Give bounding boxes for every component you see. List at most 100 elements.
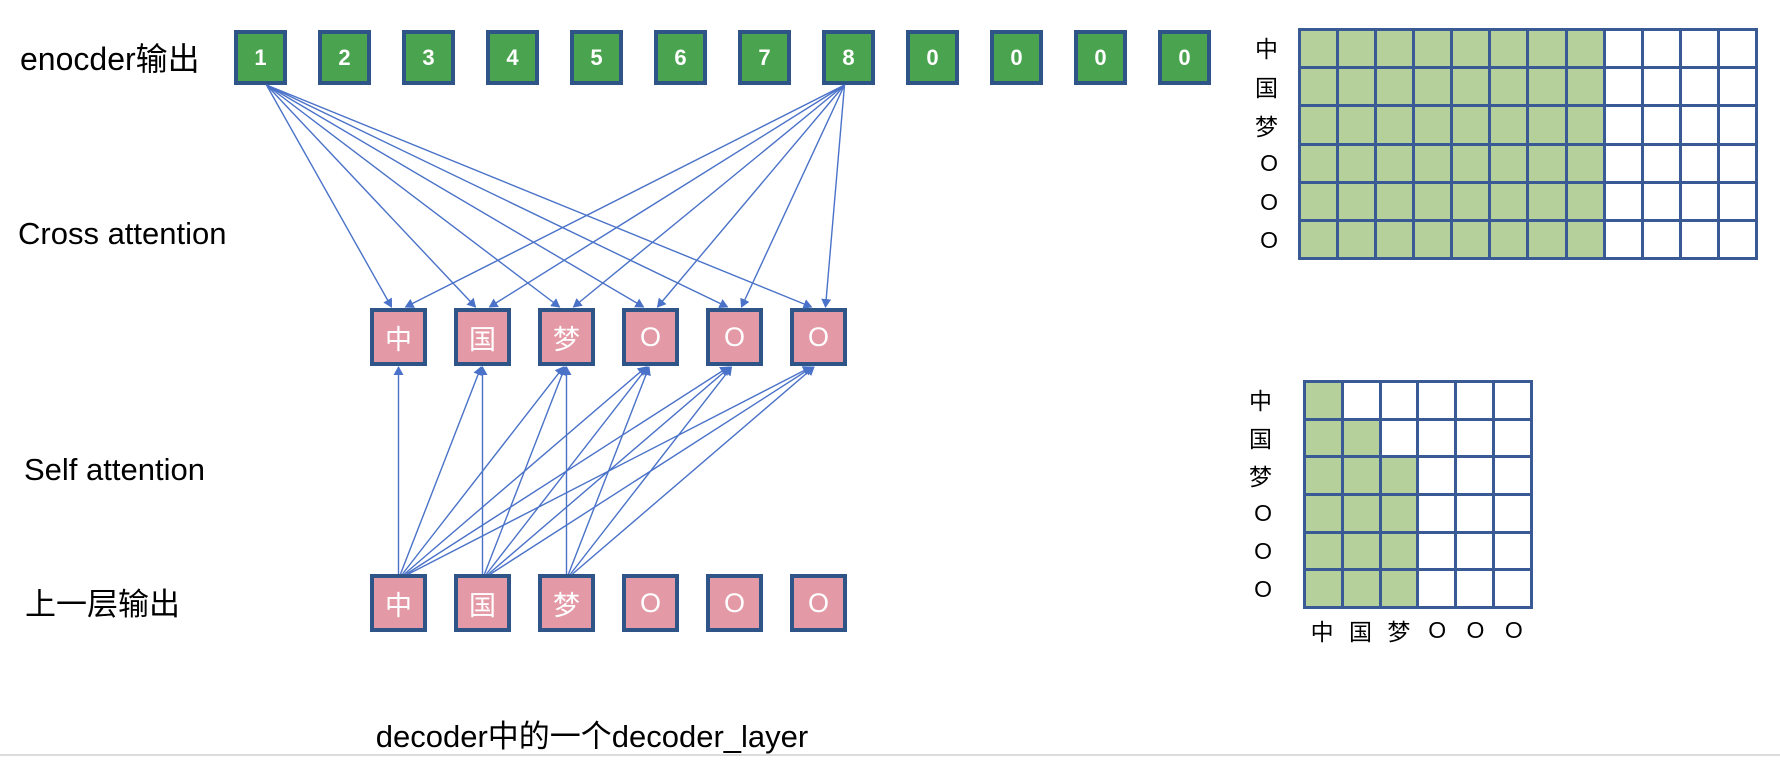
- token-box: 梦: [538, 574, 595, 632]
- mask-cell: [1495, 420, 1530, 456]
- bottom-divider: [0, 754, 1780, 756]
- arrow-line: [266, 84, 813, 309]
- mask-cell: [1301, 221, 1337, 257]
- mask-cell: [1419, 383, 1455, 418]
- mask-cell: [1719, 183, 1755, 219]
- arrow-line: [266, 84, 729, 309]
- mask-cell: [1381, 533, 1417, 569]
- mask-cell: [1491, 221, 1527, 257]
- mask-row-label: O: [1260, 227, 1278, 254]
- mask-cell: [1605, 107, 1641, 143]
- mask-cell: [1605, 145, 1641, 181]
- mask-cell: [1719, 31, 1755, 67]
- mask-cell: [1567, 145, 1603, 181]
- mask-cell: [1605, 31, 1641, 67]
- mask-cell: [1377, 221, 1413, 257]
- mask-cell: [1301, 107, 1337, 143]
- arrow-line: [488, 366, 731, 575]
- arrow-line: [401, 366, 565, 575]
- encoder-box: 1: [234, 30, 287, 85]
- arrow-line: [572, 366, 815, 575]
- mask-row-label: O: [1254, 500, 1272, 527]
- arrow-line: [266, 84, 561, 308]
- mask-row-label: 国: [1255, 75, 1278, 101]
- mask-cell: [1381, 383, 1417, 418]
- mask-cell: [1339, 183, 1375, 219]
- mask-cell: [1719, 221, 1755, 257]
- mask-cell: [1567, 69, 1603, 105]
- mask-row-label: 梦: [1255, 113, 1278, 140]
- encoder-box: 0: [1074, 30, 1127, 85]
- arrow-line: [404, 84, 845, 308]
- cross-attention-mask-grid: [1298, 28, 1758, 260]
- encoder-box: 0: [906, 30, 959, 85]
- mask-cell: [1495, 383, 1530, 418]
- mask-cell: [1495, 533, 1530, 569]
- mask-cell: [1419, 420, 1455, 456]
- mask-cell: [1643, 183, 1679, 219]
- mask-cell: [1643, 107, 1679, 143]
- arrow-line: [490, 366, 814, 575]
- mask-cell: [1605, 221, 1641, 257]
- arrow-line: [567, 366, 651, 575]
- arrow-line: [408, 366, 812, 575]
- mask-cell: [1453, 183, 1489, 219]
- token-box: O: [790, 308, 847, 366]
- mask-cell: [1339, 107, 1375, 143]
- mask-cell: [1491, 31, 1527, 67]
- mask-cell: [1567, 31, 1603, 67]
- mask-cell: [1343, 383, 1379, 418]
- mask-cell: [1419, 571, 1455, 606]
- mask-cell: [1643, 145, 1679, 181]
- mask-col-label: 梦: [1387, 619, 1411, 645]
- mask-cell: [1415, 31, 1451, 67]
- token-box: O: [622, 308, 679, 366]
- mask-cell: [1415, 107, 1451, 143]
- mask-cell: [1453, 69, 1489, 105]
- mask-cell: [1529, 221, 1565, 257]
- mask-cell: [1457, 571, 1493, 606]
- token-box: O: [706, 308, 763, 366]
- self-attention-label: Self attention: [24, 452, 205, 487]
- mask-cell: [1301, 183, 1337, 219]
- arrow-line: [740, 84, 846, 308]
- token-box: O: [622, 574, 679, 632]
- mask-cell: [1643, 221, 1679, 257]
- mask-cell: [1343, 420, 1379, 456]
- mask-cell: [1567, 107, 1603, 143]
- encoder-box: 8: [822, 30, 875, 85]
- mask-col-label: 中: [1310, 619, 1334, 645]
- mask-cell: [1381, 458, 1417, 493]
- mask-cell: [1453, 145, 1489, 181]
- arrow-line: [399, 366, 483, 575]
- encoder-box: 0: [990, 30, 1043, 85]
- arrow-line: [656, 84, 846, 308]
- mask-cell: [1377, 69, 1413, 105]
- mask-cell: [1529, 107, 1565, 143]
- mask-cell: [1377, 183, 1413, 219]
- mask-cell: [1343, 496, 1379, 531]
- mask-row-label: O: [1260, 188, 1278, 215]
- token-box: 梦: [538, 308, 595, 366]
- mask-cell: [1415, 69, 1451, 105]
- mask-cell: [1457, 533, 1493, 569]
- mask-cell: [1343, 458, 1379, 493]
- token-box: 国: [454, 308, 511, 366]
- mask-cell: [1306, 420, 1341, 456]
- mask-cell: [1301, 69, 1337, 105]
- encoder-box: 3: [402, 30, 455, 85]
- self-attention-mask-grid: [1303, 380, 1533, 609]
- mask-cell: [1457, 420, 1493, 456]
- arrow-line: [485, 366, 649, 575]
- mask-cell: [1457, 383, 1493, 418]
- token-box: O: [706, 574, 763, 632]
- mask-cell: [1306, 496, 1341, 531]
- mask-cell: [1339, 145, 1375, 181]
- mask-cell: [1529, 31, 1565, 67]
- mask-cell: [1453, 107, 1489, 143]
